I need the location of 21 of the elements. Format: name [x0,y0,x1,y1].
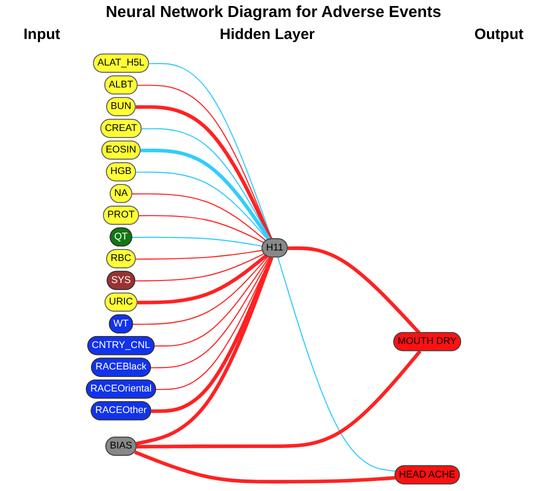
connector [137,254,268,304]
connector [136,172,268,240]
connector [136,350,422,448]
connector [140,148,271,240]
diagram-title: Neural Network Diagram for Adverse Events [106,4,442,22]
connector [132,193,267,242]
connector [277,257,396,472]
connector [134,450,396,484]
connector [150,257,271,368]
connector [142,128,271,240]
connector [132,236,263,247]
connector [136,256,274,446]
connector [139,215,264,244]
column-heading: Hidden Layer [220,26,315,43]
column-heading: Input [24,26,60,43]
connector [288,246,421,334]
connector [136,250,263,260]
connector [135,253,264,282]
column-heading: Output [474,26,524,43]
connector [154,256,270,347]
connector [133,256,268,325]
